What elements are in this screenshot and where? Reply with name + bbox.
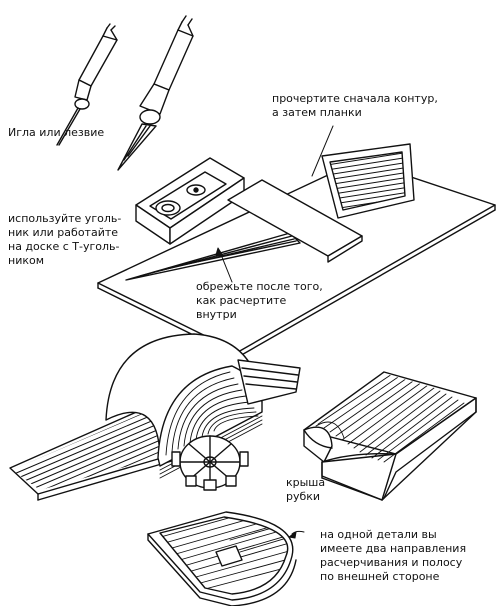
half-round-part [147, 511, 297, 606]
pointer-lines [215, 125, 334, 539]
needle-tool [56, 23, 118, 146]
deck-strip [9, 405, 183, 501]
roof-label: крыша рубки [286, 476, 326, 503]
contour-label: прочертите сначала контур, а затем планк… [272, 92, 438, 119]
tools-label: Игла или лезвие [8, 126, 105, 139]
cabin-roof [303, 371, 477, 501]
paddle-wheel [171, 435, 249, 491]
square-label: используйте уголь- ник или работайте на … [8, 212, 122, 267]
work-board [97, 159, 496, 358]
paddle-box [105, 333, 301, 479]
square-tool [135, 157, 363, 263]
part-label: на одной детали вы имеете два направлени… [320, 528, 467, 583]
engraved-panel [321, 143, 415, 219]
trim-label: обрежьте после того, как расчертите внут… [196, 280, 323, 321]
blade-tool [117, 15, 194, 171]
